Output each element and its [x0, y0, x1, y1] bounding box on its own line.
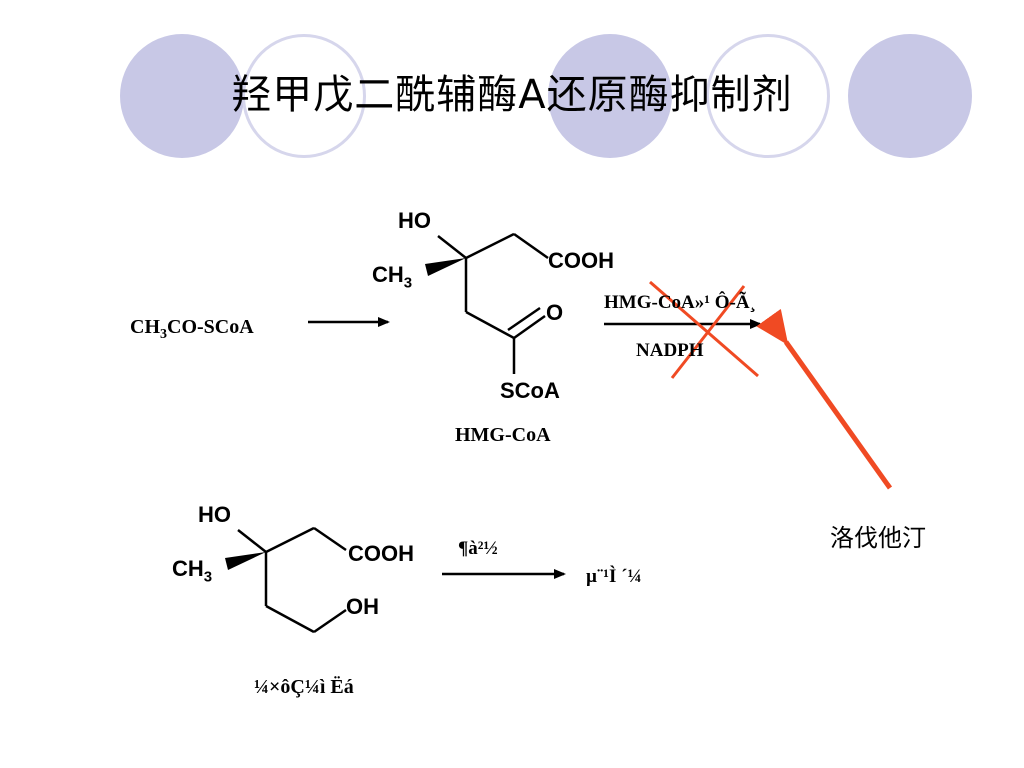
- mev-ch3-label: CH3: [172, 556, 213, 586]
- cofactor-label: NADPH: [636, 340, 704, 361]
- product-label: µ¨¹Ì ´¼: [586, 566, 642, 587]
- decor-circle-5: [848, 34, 972, 158]
- decor-circle-2: [242, 34, 366, 158]
- mev-oh-label: OH: [346, 594, 379, 619]
- hmg-wedge-bond: [425, 258, 466, 276]
- inhibition-cross: [649, 280, 759, 379]
- mevalonate-skeleton: [237, 526, 347, 634]
- decor-circle-4: [706, 34, 830, 158]
- hmg-coa-skeleton: [437, 232, 549, 374]
- decor-circle-1: [120, 34, 244, 158]
- mev-ho-label: HO: [198, 502, 231, 527]
- inhibitor-label: 洛伐他汀: [830, 524, 926, 552]
- decor-circle-3: [548, 34, 672, 158]
- enzyme-label: HMG-CoA»¹ Ô-Ã¸: [604, 292, 756, 313]
- mev-cooh-label: COOH: [348, 541, 414, 566]
- hmg-cooh-label: COOH: [548, 248, 614, 273]
- slide-title: 羟甲戊二酰辅酶A还原酶抑制剂: [231, 72, 793, 118]
- multistep-label: ¶à²½: [458, 538, 498, 559]
- hmg-scoa-label: SCoA: [500, 378, 560, 403]
- substrate-label: CH3CO-SCoA: [130, 316, 254, 342]
- mevalonate-name: ¼×ôÇ¼ì Ëá: [254, 676, 354, 698]
- inhibitor-arrow: [756, 308, 893, 490]
- hmg-coa-name: HMG-CoA: [455, 424, 551, 446]
- hmg-ch3-label: CH3: [372, 262, 413, 292]
- hmg-o-label: O: [546, 300, 564, 325]
- mevalonate-wedge-bond: [225, 552, 266, 570]
- hmg-ho-label: HO: [398, 208, 431, 233]
